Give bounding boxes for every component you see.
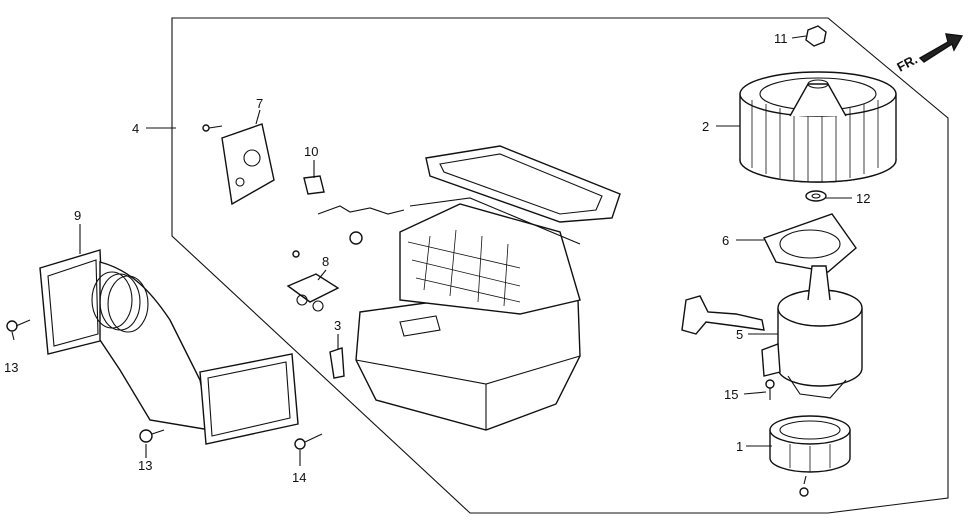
clip-10 [303, 175, 325, 195]
wire-harness [317, 205, 405, 215]
washer-12 [805, 190, 827, 202]
callout-3: 3 [334, 318, 341, 333]
callout-11: 11 [774, 31, 788, 46]
air-duct [39, 249, 299, 445]
callout-10: 10 [304, 144, 318, 159]
leader-lines [11, 35, 852, 466]
front-direction-arrow: FR. [894, 33, 964, 75]
motor-holder [769, 415, 851, 473]
screw-13-left [6, 319, 31, 332]
screw-13-bottom [139, 429, 165, 443]
callout-15: 15 [724, 387, 738, 402]
gasket-6 [763, 213, 857, 273]
callout-8: 8 [322, 254, 329, 269]
callout-14: 14 [292, 470, 306, 485]
callout-9: 9 [74, 208, 81, 223]
assembly-boundary [171, 17, 949, 514]
bolt-15 [765, 379, 775, 400]
bracket-8 [286, 250, 340, 312]
callout-13-left: 13 [4, 360, 18, 375]
blower-motor [681, 265, 863, 399]
callout-5: 5 [736, 327, 743, 342]
clip-3 [329, 347, 345, 379]
filter-frame [425, 145, 621, 223]
direction-label: FR. [894, 52, 920, 75]
blower-housing [355, 197, 581, 431]
callout-13-bottom: 13 [138, 458, 152, 473]
blower-fan [739, 71, 897, 183]
callout-7: 7 [256, 96, 263, 111]
callout-6: 6 [722, 233, 729, 248]
screw-holder [799, 475, 809, 497]
callout-2: 2 [702, 119, 709, 134]
callout-4: 4 [132, 121, 139, 136]
callout-12: 12 [856, 191, 870, 206]
nut-11 [805, 25, 827, 47]
wire-connector [349, 231, 363, 245]
callout-1: 1 [736, 439, 743, 454]
blower-resistor [202, 123, 275, 206]
screw-14 [294, 433, 323, 450]
